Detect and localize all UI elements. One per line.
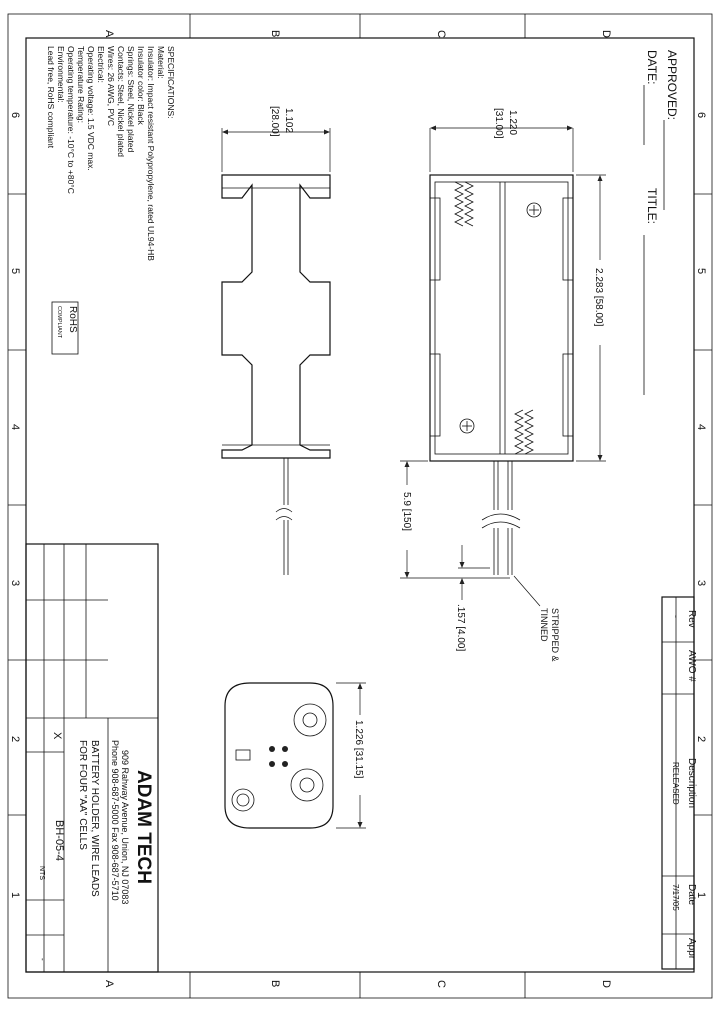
company-phone: Phone 908-687-5000 Fax 908-687-5710: [110, 740, 120, 901]
wire-length-dim: 5.9 [150]: [401, 492, 412, 531]
zone-letter-c-top: C: [435, 30, 447, 38]
front-width-dim-mm: [31.00]: [493, 108, 504, 139]
zone-number-5-left: 5: [9, 268, 21, 274]
rev-header-description: Description: [686, 758, 697, 808]
zone-letter-d-top: D: [600, 30, 612, 38]
end-height-dim: 1.226 [31.15]: [353, 720, 364, 779]
date-label: DATE:: [645, 50, 659, 84]
rev-header-appr: Appr: [686, 938, 697, 960]
approval-block: APPROVED: DATE: TITLE:: [643, 50, 679, 395]
spec-line-8: Operating voltage: 1.5 VDC max.: [86, 46, 96, 171]
zone-letter-a-bottom: A: [103, 980, 115, 988]
zone-letter-b-top: B: [269, 30, 281, 37]
spec-line-6: Wires: 26 AWG, PVC: [106, 46, 116, 126]
zone-number-1-left: 1: [9, 892, 21, 898]
title-label: TITLE:: [645, 188, 659, 224]
side-width-dim: 1.102: [283, 108, 294, 133]
scale-value: NTS: [38, 866, 45, 880]
rohs-badge-top: RoHS: [67, 306, 78, 333]
spec-line-9: Temperature Rating:: [76, 46, 86, 123]
zone-letter-c-bottom: C: [435, 980, 447, 988]
front-view: 1.220 [31.00] 2.283 [58.00] 5.9 [150] .1…: [400, 108, 606, 662]
rev-cell-description: RELEASED: [671, 762, 680, 805]
zone-number-2-left: 2: [9, 736, 21, 742]
company-name: ADAM TECH: [133, 770, 154, 884]
zone-letters: A B C D A B C D: [103, 30, 612, 988]
zone-number-2-right: 2: [695, 736, 707, 742]
zone-number-6-left: 6: [9, 112, 21, 118]
title-block: ADAM TECH 909 Rahway Avenue, Union, NJ 0…: [25, 543, 159, 973]
front-width-dim: 1.220: [507, 110, 518, 135]
zone-letter-d-bottom: D: [600, 980, 612, 988]
spec-line-10: Operating temperature: -10°C to +80°C: [66, 46, 76, 194]
revision-value: -: [38, 958, 47, 961]
zone-number-5-right: 5: [695, 268, 707, 274]
zone-numbers: 6 5 4 3 2 1 6 5 4 3 2 1: [9, 112, 707, 898]
zone-letter-a-top: A: [103, 30, 115, 38]
rev-header-rev: Rev: [686, 610, 697, 628]
rohs-badge-bottom: COMPLIANT: [56, 306, 62, 339]
spec-line-3: Insulator color: Black: [136, 46, 146, 126]
spec-line-1: Material:: [156, 46, 166, 79]
zone-number-3-right: 3: [695, 580, 707, 586]
zone-number-6-right: 6: [695, 112, 707, 118]
note-stripped: STRIPPED &: [550, 608, 560, 662]
rohs-badge: [51, 301, 79, 355]
rev-header-date: Date: [686, 884, 697, 906]
spec-line-12: Lead free, RoHS compliant: [46, 46, 56, 149]
approved-label: APPROVED:: [665, 50, 679, 120]
zone-number-1-right: 1: [695, 892, 707, 898]
zone-letter-b-bottom: B: [269, 980, 281, 987]
spec-line-5: Contacts: Steel, Nickel plated: [116, 46, 126, 157]
spec-line-4: Springs: Steel, Nickel plated: [126, 46, 136, 153]
check-mark: X: [51, 732, 63, 740]
spec-line-2: Insulator: Impact resistant Polypropylen…: [146, 46, 156, 261]
rev-cell-rev: -: [671, 615, 681, 618]
zone-number-4-right: 4: [695, 424, 707, 430]
part-title-line2: FOR FOUR "AA" CELLS: [77, 740, 88, 850]
zone-number-3-left: 3: [9, 580, 21, 586]
part-number: BH-05-4: [53, 820, 65, 861]
rev-cell-date: 7/17/05: [671, 884, 680, 911]
spec-line-7: Electrical:: [96, 46, 106, 83]
zone-number-4-left: 4: [9, 424, 21, 430]
revision-table: Rev AWO # Description Date Appr - RELEAS…: [661, 596, 697, 970]
strip-length-dim: .157 [4.00]: [455, 604, 466, 651]
zone-ticks: [8, 14, 712, 998]
spec-line-11: Environmental:: [56, 46, 66, 103]
rev-header-awo: AWO #: [686, 650, 697, 682]
note-tinned: TINNED: [539, 608, 549, 642]
spec-heading: SPECIFICATIONS:: [166, 46, 176, 119]
end-view: 1.226 [31.15]: [224, 682, 366, 829]
company-address: 909 Rahway Avenue, Union, NJ 07083: [120, 750, 130, 904]
side-width-dim-mm: [28.00]: [269, 106, 280, 137]
part-title-line1: BATTERY HOLDER, WIRE LEADS: [89, 740, 100, 897]
specifications: SPECIFICATIONS: Material: Insulator: Imp…: [46, 46, 176, 355]
length-dim: 2.283 [58.00]: [593, 268, 604, 327]
side-view: 1.102 [28.00]: [221, 106, 331, 575]
